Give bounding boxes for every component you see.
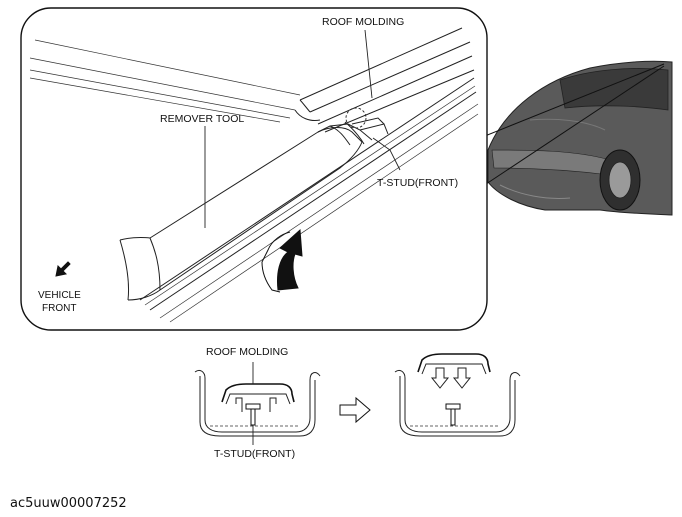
detail-view-drawing — [29, 27, 479, 323]
figure-code: ac5uuw00007252 — [10, 496, 127, 511]
arrow-down-left-icon — [55, 261, 71, 277]
remover-tool-label: REMOVER TOOL — [160, 113, 244, 125]
section-view-removed — [394, 353, 521, 437]
section-t-stud-label: T-STUD(FRONT) — [214, 448, 295, 460]
vehicle-illustration — [487, 60, 673, 216]
lift-arrow-icon — [277, 228, 303, 291]
vehicle-front-label-line2: FRONT — [42, 303, 76, 314]
section-roof-molding-label: ROOF MOLDING — [206, 346, 288, 358]
vehicle-front-label-line1: VEHICLE — [38, 290, 81, 301]
t-stud-label: T-STUD(FRONT) — [377, 177, 458, 189]
callout-line-lower — [467, 65, 665, 197]
roof-molding-label: ROOF MOLDING — [322, 16, 404, 28]
section-view-installed — [194, 362, 321, 445]
arrow-right-outline-icon — [339, 396, 371, 424]
callout-line-upper — [469, 63, 665, 143]
detail-view-frame — [20, 7, 488, 331]
